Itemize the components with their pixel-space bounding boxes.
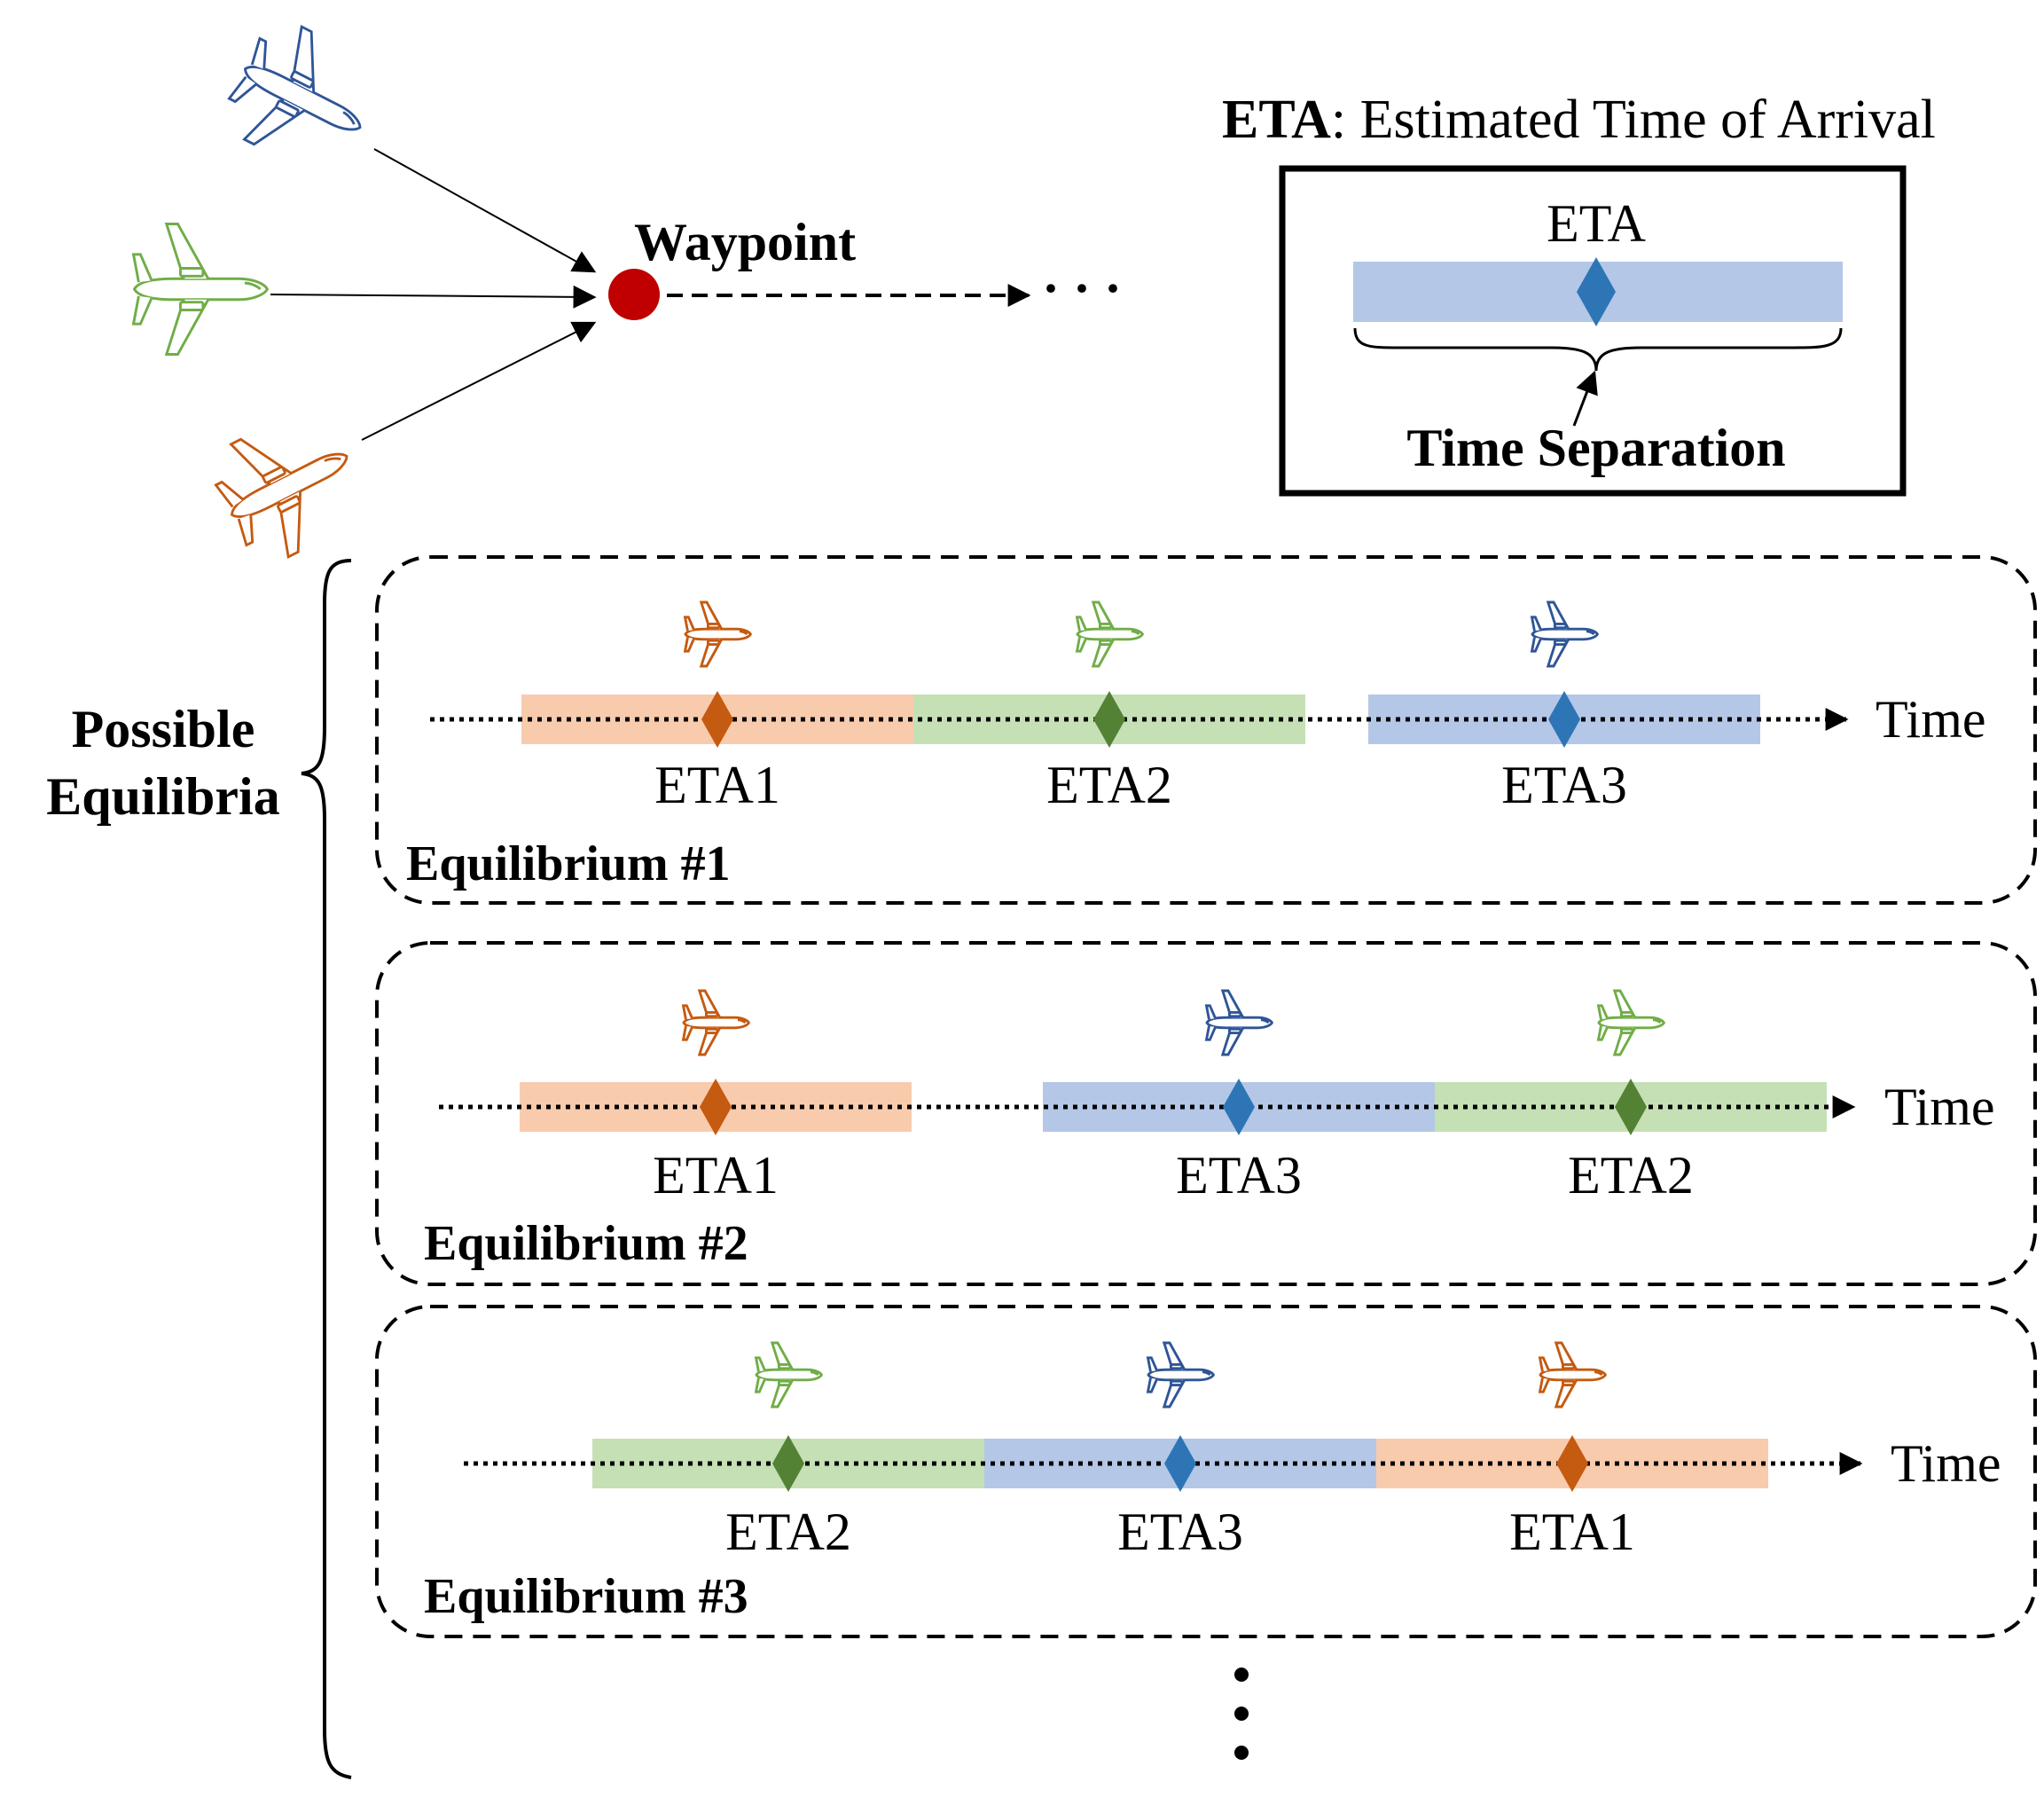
equilibrium-title: Equilibrium #2	[424, 1216, 748, 1271]
side-label-line2: Equilibria	[46, 767, 279, 826]
side-brace	[301, 559, 352, 1779]
time-axis-label: Time	[1884, 1078, 1995, 1136]
legend-title-abbrev: ETA	[1222, 90, 1331, 150]
blue-plane-arrow	[373, 148, 597, 273]
waypoint-label: Waypoint	[634, 213, 856, 271]
eta-label-eta2: ETA2	[1568, 1146, 1694, 1205]
orange-airplane-icon	[1539, 1341, 1607, 1409]
more-equilibria-indicator	[1234, 1668, 1249, 1760]
time-axis-label: Time	[1876, 690, 1986, 749]
eta-marker-eta1	[700, 1079, 732, 1135]
green-airplane-icon	[1076, 600, 1144, 668]
eta-label-eta1: ETA1	[653, 1146, 779, 1205]
eta-label-eta2: ETA2	[725, 1503, 851, 1561]
eta-label-eta3: ETA3	[1176, 1146, 1302, 1205]
green-plane-arrow	[270, 285, 597, 309]
continuation-dots: · · ·	[1042, 259, 1122, 318]
eta-marker-eta3	[1164, 1435, 1196, 1492]
eta-label-eta2: ETA2	[1046, 756, 1172, 814]
eta-marker-eta3	[1223, 1079, 1255, 1135]
eta-marker-eta3	[1548, 691, 1580, 748]
legend-title-definition: : Estimated Time of Arrival	[1331, 90, 1936, 150]
legend-eta-marker	[1577, 257, 1616, 326]
green-airplane-icon	[755, 1341, 823, 1409]
green-airplane-icon	[1597, 989, 1665, 1056]
equilibrium-frame	[375, 1305, 2037, 1638]
eta-marker-eta2	[1093, 691, 1125, 748]
eta-marker-eta2	[1615, 1079, 1647, 1135]
legend-eta-label: ETA	[1547, 194, 1646, 253]
eta-label-eta1: ETA1	[654, 756, 780, 814]
waypoint-marker	[608, 269, 660, 320]
top-section: Waypoint · · · ETA: Estimated Time of Ar…	[132, 11, 1936, 573]
legend-separation-label: Time Separation	[1406, 419, 1785, 477]
eta-label-eta1: ETA1	[1509, 1503, 1635, 1561]
legend-title: ETA: Estimated Time of Arrival	[1222, 90, 1936, 150]
equilibrium-frame	[375, 555, 2037, 905]
eta-label-eta3: ETA3	[1117, 1503, 1243, 1561]
equilibrium-frame	[375, 941, 2037, 1286]
blue-airplane-icon	[1531, 600, 1599, 668]
orange-plane-arrow	[361, 321, 597, 441]
blue-airplane-icon	[1147, 1341, 1215, 1409]
equilibrium-title: Equilibrium #1	[406, 836, 731, 891]
green-airplane-icon	[132, 223, 269, 356]
legend-separation-arrow	[1572, 370, 1598, 427]
equilibrium-title: Equilibrium #3	[424, 1569, 748, 1624]
eta-marker-eta1	[701, 691, 733, 748]
side-label-line1: Possible	[72, 700, 255, 758]
orange-airplane-icon	[684, 600, 752, 668]
eta-marker-eta1	[1556, 1435, 1588, 1492]
eta-marker-eta2	[772, 1435, 804, 1492]
blue-airplane-icon	[1205, 989, 1273, 1056]
blue-airplane-icon	[214, 11, 390, 185]
eta-label-eta3: ETA3	[1501, 756, 1627, 814]
side-label: Possible Equilibria	[46, 559, 352, 1779]
orange-airplane-icon	[200, 398, 377, 573]
time-axis-label: Time	[1891, 1434, 2001, 1493]
legend-box	[1279, 165, 1907, 497]
orange-airplane-icon	[682, 989, 750, 1056]
